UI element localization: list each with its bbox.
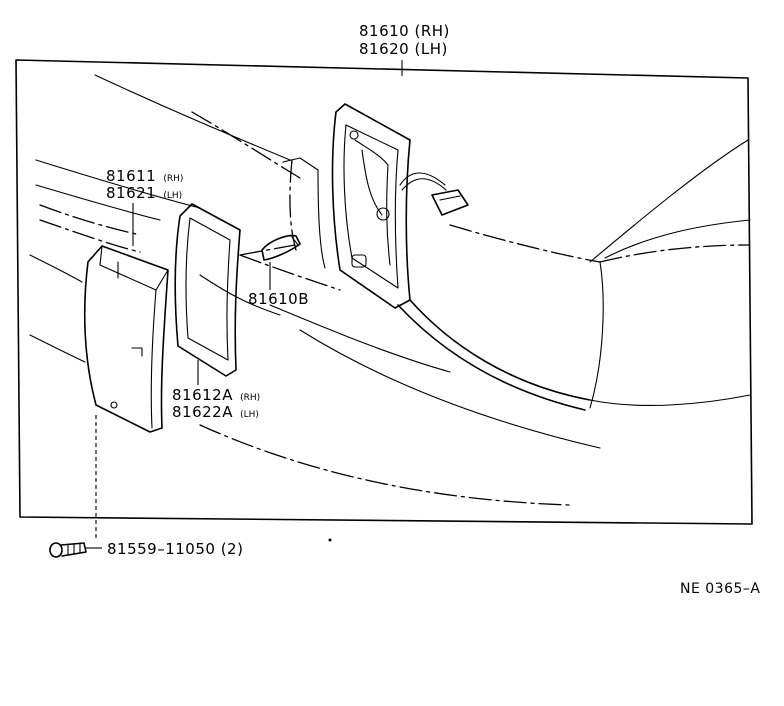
label-gasket-rh-side: (RH) [240, 393, 260, 403]
label-lens-rh-side: (RH) [163, 174, 183, 184]
stray-dot [328, 538, 332, 542]
gasket [174, 203, 241, 377]
label-lens-rh-number: 81611 [106, 167, 156, 185]
leader-lines [86, 60, 403, 549]
label-gasket-lh-side: (LH) [240, 410, 259, 420]
label-lamp-lh: 81620 (LH) [359, 40, 448, 58]
diagram-code: NE 0365–A [680, 581, 760, 597]
lens [83, 245, 169, 433]
label-lens-lh-side: (LH) [163, 191, 182, 201]
label-gasket-lh-number: 81622A [172, 403, 233, 421]
label-gasket-rh: 81612A (RH) [172, 385, 260, 404]
label-screw: 81559–11050 (2) [107, 540, 243, 558]
label-bulb: 81610B [248, 290, 309, 308]
label-lens-lh-number: 81621 [106, 184, 156, 202]
body-panel-dashed-lines [39, 111, 751, 506]
body-panel-lines [29, 74, 751, 449]
lamp-housing [331, 103, 591, 411]
label-lamp-rh: 81610 (RH) [359, 22, 450, 40]
label-gasket-lh: 81622A (LH) [172, 402, 259, 421]
diagram-frame [15, 59, 753, 525]
screw [49, 542, 87, 558]
label-gasket-rh-number: 81612A [172, 386, 233, 404]
label-lens-lh: 81621 (LH) [106, 183, 182, 202]
body-crease [282, 157, 326, 269]
bulb [261, 234, 301, 261]
label-lens-rh: 81611 (RH) [106, 166, 183, 185]
